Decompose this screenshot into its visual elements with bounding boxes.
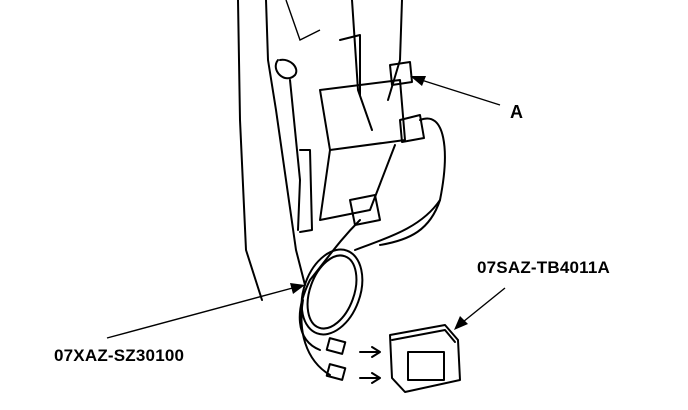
seat-belt: [351, 0, 403, 131]
harness-coil: [298, 199, 441, 376]
callout-a-label: A: [510, 102, 524, 122]
srs-module: [319, 34, 446, 246]
tester-part-number-label: 07SAZ-TB4011A: [477, 258, 610, 277]
harness-part-number-label: 07XAZ-SZ30100: [54, 346, 185, 365]
pillar-trim: [237, 0, 321, 301]
tester-box: [389, 324, 461, 393]
leader-arrows: [106, 76, 506, 339]
harness-connectors: [325, 337, 381, 384]
